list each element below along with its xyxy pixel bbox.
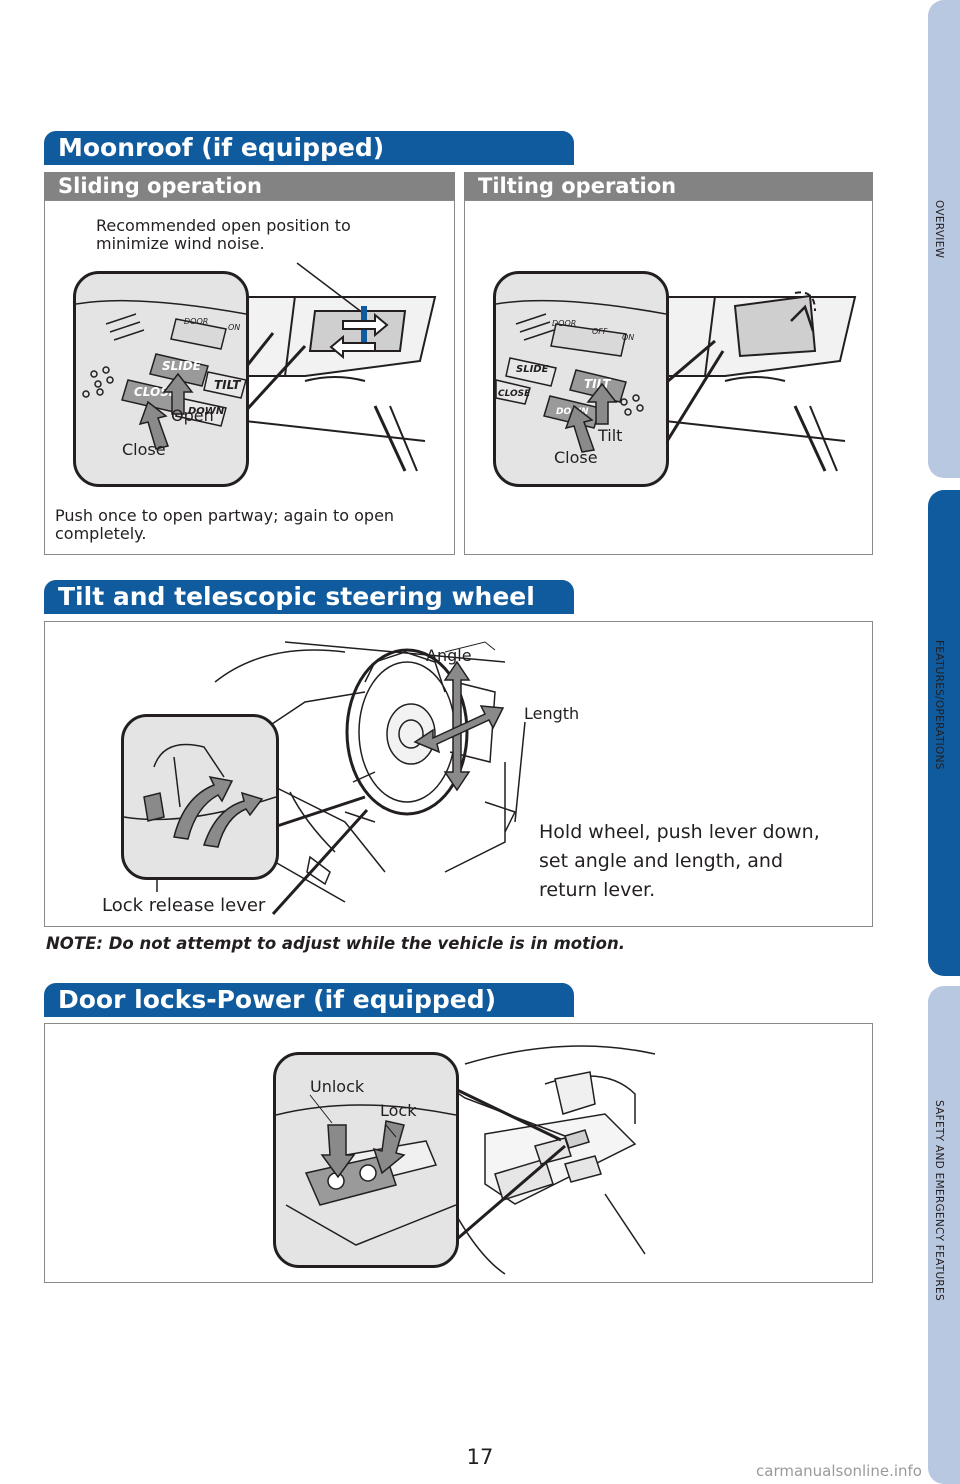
door-panel-illustration bbox=[444, 1045, 656, 1275]
length-arrow-icon bbox=[413, 705, 505, 754]
page-number: 17 bbox=[466, 1445, 494, 1469]
switch-label-on: ON bbox=[228, 323, 240, 332]
lever-arrow-icon-2 bbox=[203, 791, 264, 848]
sliding-heading-bar: Sliding operation bbox=[44, 172, 455, 200]
side-tab-safety[interactable] bbox=[928, 986, 960, 1484]
lock-switch-callout: Unlock Lock bbox=[273, 1052, 459, 1268]
steering-instruction: Hold wheel, push lever down, set angle a… bbox=[539, 821, 820, 901]
tilt-arrow-icon bbox=[586, 382, 618, 425]
tilting-panel: SLIDE CLOSE TILT DOWN DOOR OFF ON Tilt C… bbox=[464, 200, 873, 555]
angle-arrow-icon bbox=[443, 660, 471, 792]
lock-switch-illustration bbox=[276, 1094, 456, 1246]
open-label: Open bbox=[171, 406, 214, 425]
door-locks-banner: Door locks-Power (if equipped) bbox=[44, 983, 574, 1017]
steering-banner: Tilt and telescopic steering wheel bbox=[44, 580, 574, 614]
lock-arrow-icon bbox=[372, 1120, 406, 1175]
watermark: carmanualsonline.info bbox=[756, 1462, 922, 1480]
side-label-features: FEATURES/OPERATIONS bbox=[933, 640, 945, 770]
push-note: Push once to open partway; again to open… bbox=[55, 506, 395, 543]
side-tab-overview[interactable] bbox=[928, 0, 960, 478]
recommended-note: Recommended open position to minimize wi… bbox=[96, 216, 351, 253]
unlock-label: Unlock bbox=[310, 1077, 365, 1096]
switch-label-slide: SLIDE bbox=[162, 359, 202, 373]
lever-illustration bbox=[124, 743, 276, 848]
sliding-heading: Sliding operation bbox=[58, 174, 262, 198]
tilting-switch-callout: SLIDE CLOSE TILT DOWN DOOR OFF ON Tilt C… bbox=[493, 271, 669, 487]
tilting-switch-illustration: SLIDE CLOSE TILT DOWN DOOR OFF ON bbox=[496, 299, 666, 453]
door-locks-panel: Unlock Lock bbox=[44, 1023, 873, 1283]
lock-switch-icon bbox=[359, 1164, 377, 1182]
sliding-panel: Recommended open position to minimize wi… bbox=[44, 200, 455, 555]
moonroof-title: Moonroof (if equipped) bbox=[58, 133, 385, 162]
switch-label-door: DOOR bbox=[184, 317, 208, 326]
switch-label-down: DOWN bbox=[188, 406, 225, 417]
lever-label: Lock release lever bbox=[102, 895, 266, 916]
steering-note: NOTE: Do not attempt to adjust while the… bbox=[46, 934, 626, 953]
tilt-label: Tilt bbox=[598, 426, 623, 445]
steering-title: Tilt and telescopic steering wheel bbox=[58, 582, 535, 611]
close-label: Close bbox=[122, 440, 166, 459]
length-label: Length bbox=[524, 704, 580, 723]
unlock-arrow-icon bbox=[320, 1124, 356, 1179]
sliding-console-illustration bbox=[229, 262, 437, 472]
steering-illustration bbox=[156, 641, 526, 916]
moonroof-banner: Moonroof (if equipped) bbox=[44, 131, 574, 165]
tilting-heading-bar: Tilting operation bbox=[464, 172, 873, 200]
tilt-switch-label-door: DOOR bbox=[552, 319, 576, 328]
switch-label-tilt: TILT bbox=[214, 378, 241, 392]
lever-callout bbox=[121, 714, 279, 880]
lever-arrow-icon-1 bbox=[173, 775, 234, 840]
tilt-close-arrow-icon bbox=[564, 404, 596, 453]
door-locks-title: Door locks-Power (if equipped) bbox=[58, 985, 497, 1014]
lock-label: Lock bbox=[380, 1101, 417, 1120]
tilt-switch-label-off: OFF bbox=[592, 327, 608, 336]
tilt-switch-label-on: ON bbox=[622, 333, 634, 342]
tilt-switch-label-close: CLOSE bbox=[498, 389, 531, 399]
tilt-switch-label-slide: SLIDE bbox=[516, 364, 549, 375]
tilting-console-illustration bbox=[655, 291, 857, 472]
open-arrow-icon bbox=[162, 372, 194, 415]
side-label-safety: SAFETY AND EMERGENCY FEATURES bbox=[933, 1100, 945, 1301]
angle-label: Angle bbox=[426, 646, 472, 665]
side-tab-features[interactable] bbox=[928, 490, 960, 976]
tilting-heading: Tilting operation bbox=[478, 174, 677, 198]
sliding-switch-illustration: SLIDE CLOSE TILT DOWN DOOR ON bbox=[76, 299, 246, 450]
side-label-overview: OVERVIEW bbox=[933, 200, 945, 259]
steering-panel: Angle Length Hold wheel, push lever down… bbox=[44, 621, 873, 927]
close-arrow-icon bbox=[138, 400, 169, 450]
tilt-close-label: Close bbox=[554, 448, 598, 467]
sliding-switch-callout: SLIDE CLOSE TILT DOWN DOOR ON Open Close bbox=[73, 271, 249, 487]
